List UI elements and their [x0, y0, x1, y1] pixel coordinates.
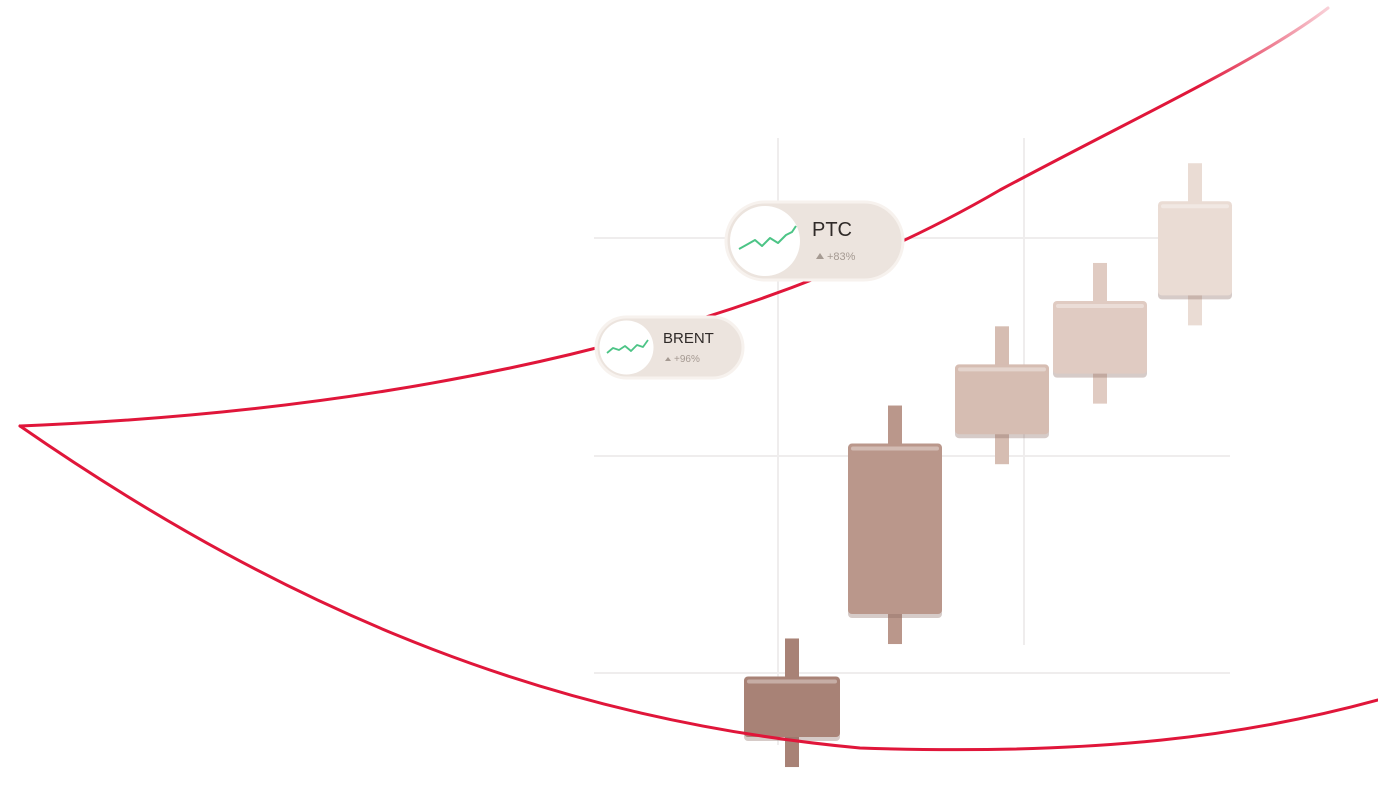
candle-highlight [958, 367, 1046, 372]
ticker-name: BRENT [663, 330, 714, 347]
pill-icon-circle [730, 206, 800, 276]
up-arrow-icon [816, 253, 824, 259]
ticker-name: PTC [812, 219, 852, 241]
ticker-change: +96% [674, 354, 700, 365]
candle [744, 638, 840, 768]
candlesticks [744, 163, 1232, 768]
candle-highlight [747, 679, 837, 684]
candle-body [744, 676, 840, 738]
candle [1158, 163, 1232, 326]
candle [1053, 262, 1147, 404]
candle [848, 405, 942, 645]
up-arrow-icon [665, 357, 671, 361]
candle-highlight [1056, 303, 1144, 308]
candle [955, 326, 1049, 465]
candle-highlight [851, 446, 939, 451]
ticker-pill-brent[interactable]: BRENT +96% [594, 315, 745, 380]
ticker-pill-ptc[interactable]: PTC +83% [724, 200, 905, 282]
ticker-change: +83% [827, 251, 856, 263]
candle-body [848, 443, 942, 615]
candle-body [955, 364, 1049, 435]
candle-body [1158, 201, 1232, 296]
lower-trend-curve [18, 424, 1378, 752]
sparkline-icon [738, 225, 797, 250]
sparkline-icon [606, 339, 649, 354]
chart-grid [594, 138, 1230, 745]
candle-body [1053, 300, 1147, 374]
candle-highlight [1161, 204, 1229, 209]
